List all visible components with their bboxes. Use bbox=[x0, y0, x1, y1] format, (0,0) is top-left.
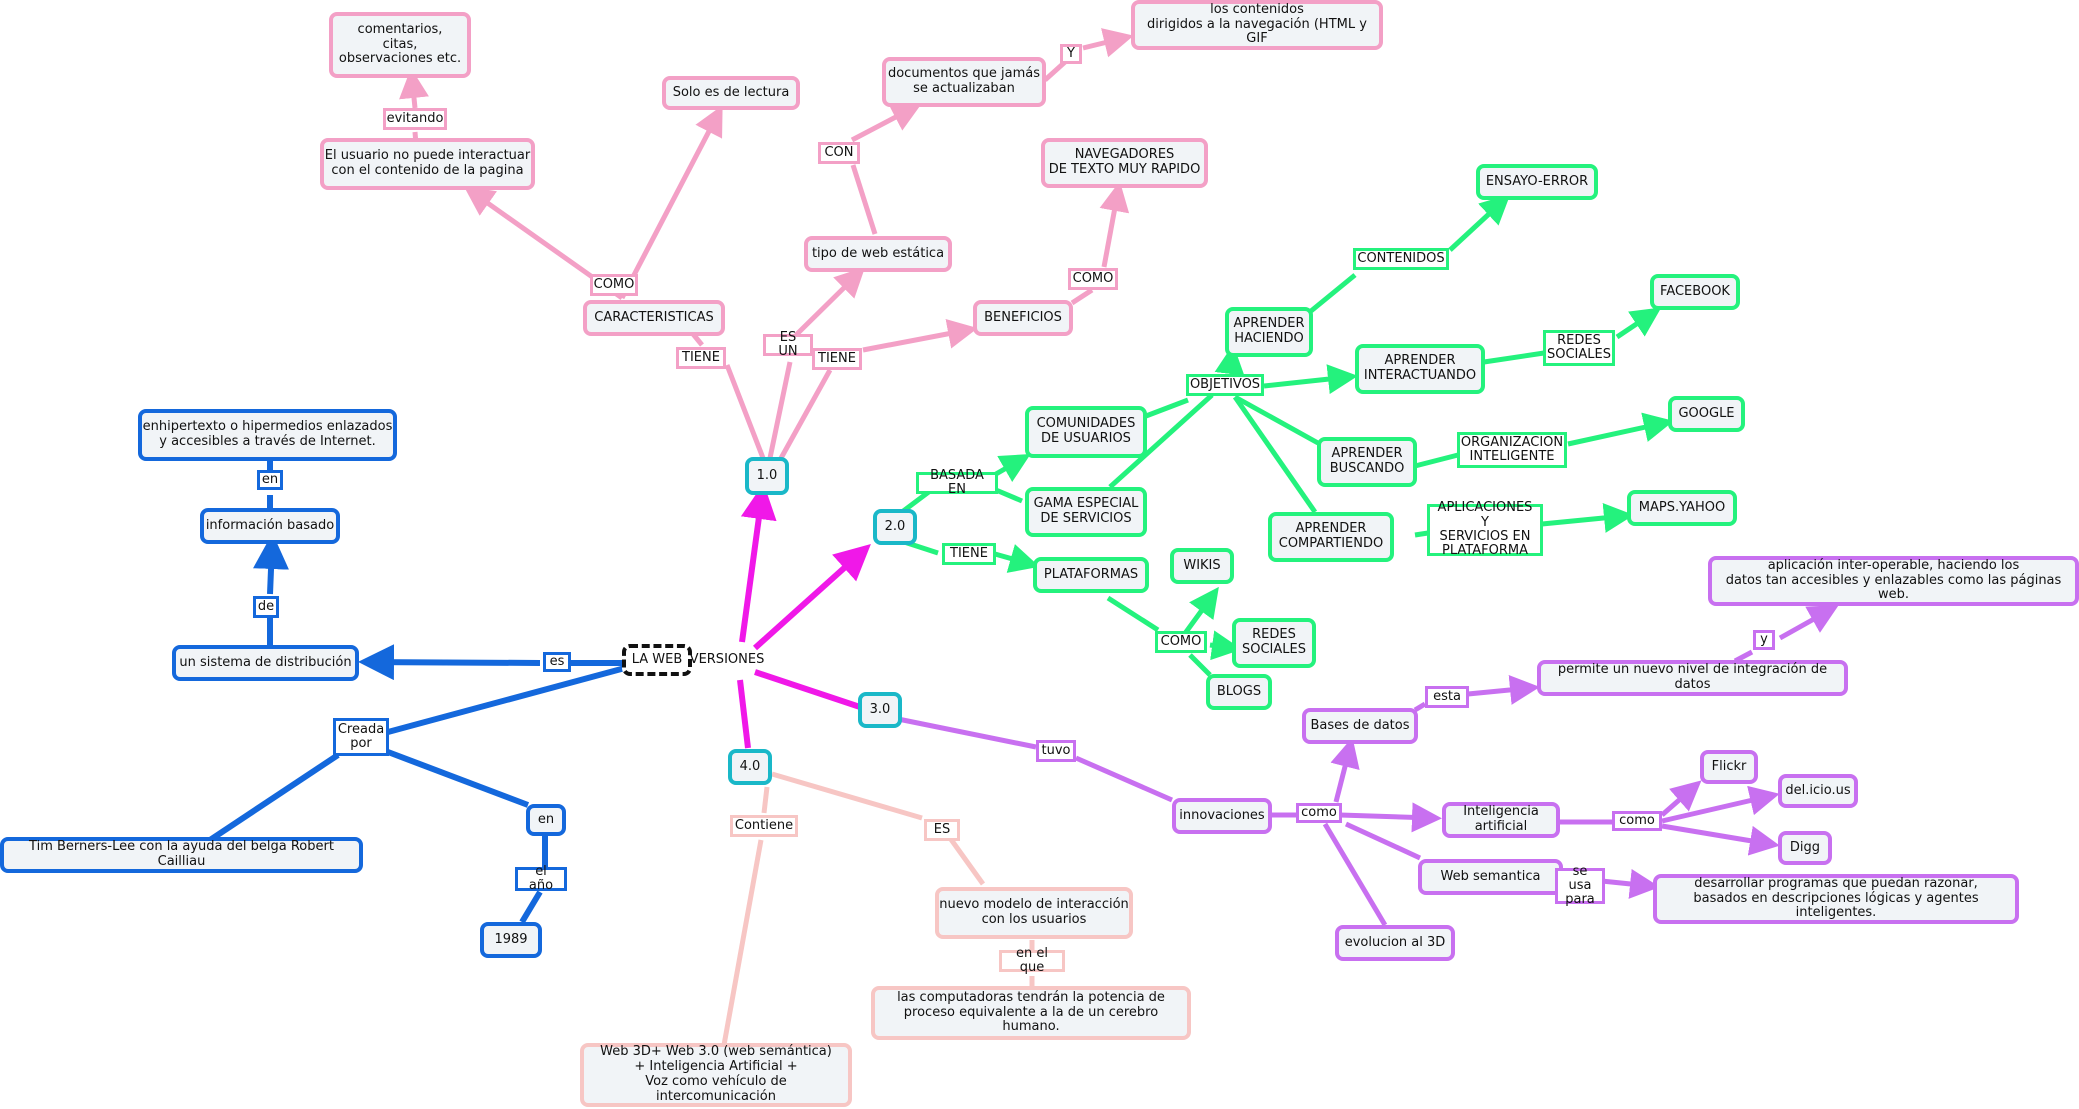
node-solo-lectura[interactable]: Solo es de lectura bbox=[662, 76, 800, 110]
node-sistema-distribucion[interactable]: un sistema de distribución bbox=[172, 645, 359, 681]
node-google[interactable]: GOOGLE bbox=[1668, 396, 1745, 432]
node-aplicacion-interoperable[interactable]: aplicación inter-operable, haciendo los … bbox=[1708, 556, 2079, 606]
link-creada-por: Creada por bbox=[333, 718, 389, 756]
version-1-0[interactable]: 1.0 bbox=[745, 457, 789, 495]
link-como-2: como bbox=[1612, 811, 1662, 831]
node-1989[interactable]: 1989 bbox=[480, 922, 542, 958]
node-facebook[interactable]: FACEBOOK bbox=[1650, 274, 1740, 310]
node-plataformas[interactable]: PLATAFORMAS bbox=[1033, 557, 1149, 593]
link-objetivos: OBJETIVOS bbox=[1186, 374, 1264, 396]
node-delicious[interactable]: del.icio.us bbox=[1778, 774, 1858, 808]
link-se-usa-para: se usa para bbox=[1555, 864, 1605, 907]
link-en: en bbox=[257, 470, 283, 490]
link-organizacion-inteligente: ORGANIZACION INTELIGENTE bbox=[1457, 432, 1567, 468]
node-bases-de-datos[interactable]: Bases de datos bbox=[1302, 708, 1418, 744]
node-aprender-compartiendo[interactable]: APRENDER COMPARTIENDO bbox=[1268, 512, 1394, 562]
node-inteligencia-artificial[interactable]: Inteligencia artificial bbox=[1442, 802, 1560, 838]
node-flickr[interactable]: Flickr bbox=[1700, 750, 1758, 784]
versions-label: VERSIONES bbox=[689, 651, 765, 667]
node-aprender-haciendo[interactable]: APRENDER HACIENDO bbox=[1225, 307, 1313, 357]
node-redes-sociales[interactable]: REDES SOCIALES bbox=[1232, 618, 1316, 668]
link-como: COMO bbox=[1155, 631, 1207, 653]
node-hipertexto[interactable]: enhipertexto o hipermedios enlazados y a… bbox=[138, 409, 397, 461]
node-web-semantica[interactable]: Web semantica bbox=[1418, 859, 1563, 895]
node-aprender-buscando[interactable]: APRENDER BUSCANDO bbox=[1317, 437, 1417, 487]
link-tiene-2: TIENE bbox=[812, 348, 862, 370]
link-y: y bbox=[1753, 630, 1775, 650]
link-como-2: COMO bbox=[1068, 268, 1118, 290]
central-topic[interactable]: LA WEB bbox=[622, 644, 692, 676]
node-tipo-web-estatica[interactable]: tipo de web estática bbox=[804, 236, 952, 272]
node-usuario-no-interactua[interactable]: El usuario no puede interactuar con el c… bbox=[320, 138, 535, 190]
link-tiene-1: TIENE bbox=[676, 347, 726, 369]
link-tuvo: tuvo bbox=[1036, 740, 1076, 762]
node-documentos[interactable]: documentos que jamás se actualizaban bbox=[882, 57, 1046, 107]
link-evitando: evitando bbox=[383, 108, 447, 130]
link-es-un: ES UN bbox=[763, 330, 813, 359]
node-autor[interactable]: Tim Berners-Lee con la ayuda del belga R… bbox=[0, 837, 363, 873]
link-tiene: TIENE bbox=[942, 543, 996, 565]
link-basada-en: BASADA EN bbox=[916, 468, 998, 497]
link-contenidos: CONTENIDOS bbox=[1353, 248, 1449, 270]
node-permite-integracion[interactable]: permite un nuevo nivel de integración de… bbox=[1537, 660, 1848, 696]
link-es: ES bbox=[924, 819, 960, 841]
node-contenidos-navegacion[interactable]: los contenidos dirigidos a la navegación… bbox=[1131, 0, 1383, 50]
central-topic-label: LA WEB bbox=[631, 651, 683, 667]
node-navegadores[interactable]: NAVEGADORES DE TEXTO MUY RAPIDO bbox=[1041, 138, 1208, 188]
link-y: Y bbox=[1060, 44, 1082, 64]
version-3-0[interactable]: 3.0 bbox=[858, 692, 902, 728]
node-desarrollar-programas[interactable]: desarrollar programas que puedan razonar… bbox=[1653, 874, 2019, 924]
link-de: de bbox=[253, 596, 279, 618]
link-aplicaciones-servicios: APLICACIONES Y SERVICIOS EN PLATAFORMA bbox=[1427, 501, 1543, 558]
node-evolucion-3d[interactable]: evolucion al 3D bbox=[1335, 925, 1455, 961]
node-beneficios[interactable]: BENEFICIOS bbox=[973, 300, 1073, 336]
node-web-3d[interactable]: Web 3D+ Web 3.0 (web semántica) + Inteli… bbox=[580, 1043, 852, 1107]
node-blogs[interactable]: BLOGS bbox=[1206, 674, 1272, 710]
link-el-ano: el año bbox=[515, 864, 567, 893]
node-caracteristicas[interactable]: CARACTERISTICAS bbox=[583, 300, 725, 336]
node-innovaciones[interactable]: innovaciones bbox=[1172, 798, 1272, 834]
link-contiene: Contiene bbox=[730, 815, 798, 837]
node-ensayo-error[interactable]: ENSAYO-ERROR bbox=[1476, 164, 1598, 200]
link-redes-sociales: REDES SOCIALES bbox=[1543, 330, 1615, 366]
node-gama-especial[interactable]: GAMA ESPECIAL DE SERVICIOS bbox=[1025, 487, 1147, 537]
node-computadoras[interactable]: las computadoras tendrán la potencia de … bbox=[871, 986, 1191, 1040]
node-maps-yahoo[interactable]: MAPS.YAHOO bbox=[1627, 490, 1737, 526]
node-en[interactable]: en bbox=[526, 804, 566, 836]
link-como-1: COMO bbox=[590, 274, 638, 296]
version-4-0[interactable]: 4.0 bbox=[728, 749, 772, 785]
node-comunidades[interactable]: COMUNIDADES DE USUARIOS bbox=[1025, 406, 1147, 458]
link-es: es bbox=[543, 652, 571, 672]
node-aprender-interactuando[interactable]: APRENDER INTERACTUANDO bbox=[1355, 344, 1485, 394]
node-informacion-basado[interactable]: información basado bbox=[200, 508, 340, 544]
node-wikis[interactable]: WIKIS bbox=[1170, 548, 1234, 584]
version-2-0[interactable]: 2.0 bbox=[873, 509, 917, 545]
link-esta: esta bbox=[1425, 686, 1469, 708]
node-comentarios[interactable]: comentarios, citas, observaciones etc. bbox=[329, 12, 471, 78]
node-nuevo-modelo[interactable]: nuevo modelo de interacción con los usua… bbox=[935, 887, 1133, 939]
link-con: CON bbox=[818, 142, 860, 164]
link-en-el-que: en el que bbox=[999, 946, 1065, 975]
link-como: como bbox=[1296, 803, 1342, 823]
node-digg[interactable]: Digg bbox=[1778, 831, 1832, 865]
